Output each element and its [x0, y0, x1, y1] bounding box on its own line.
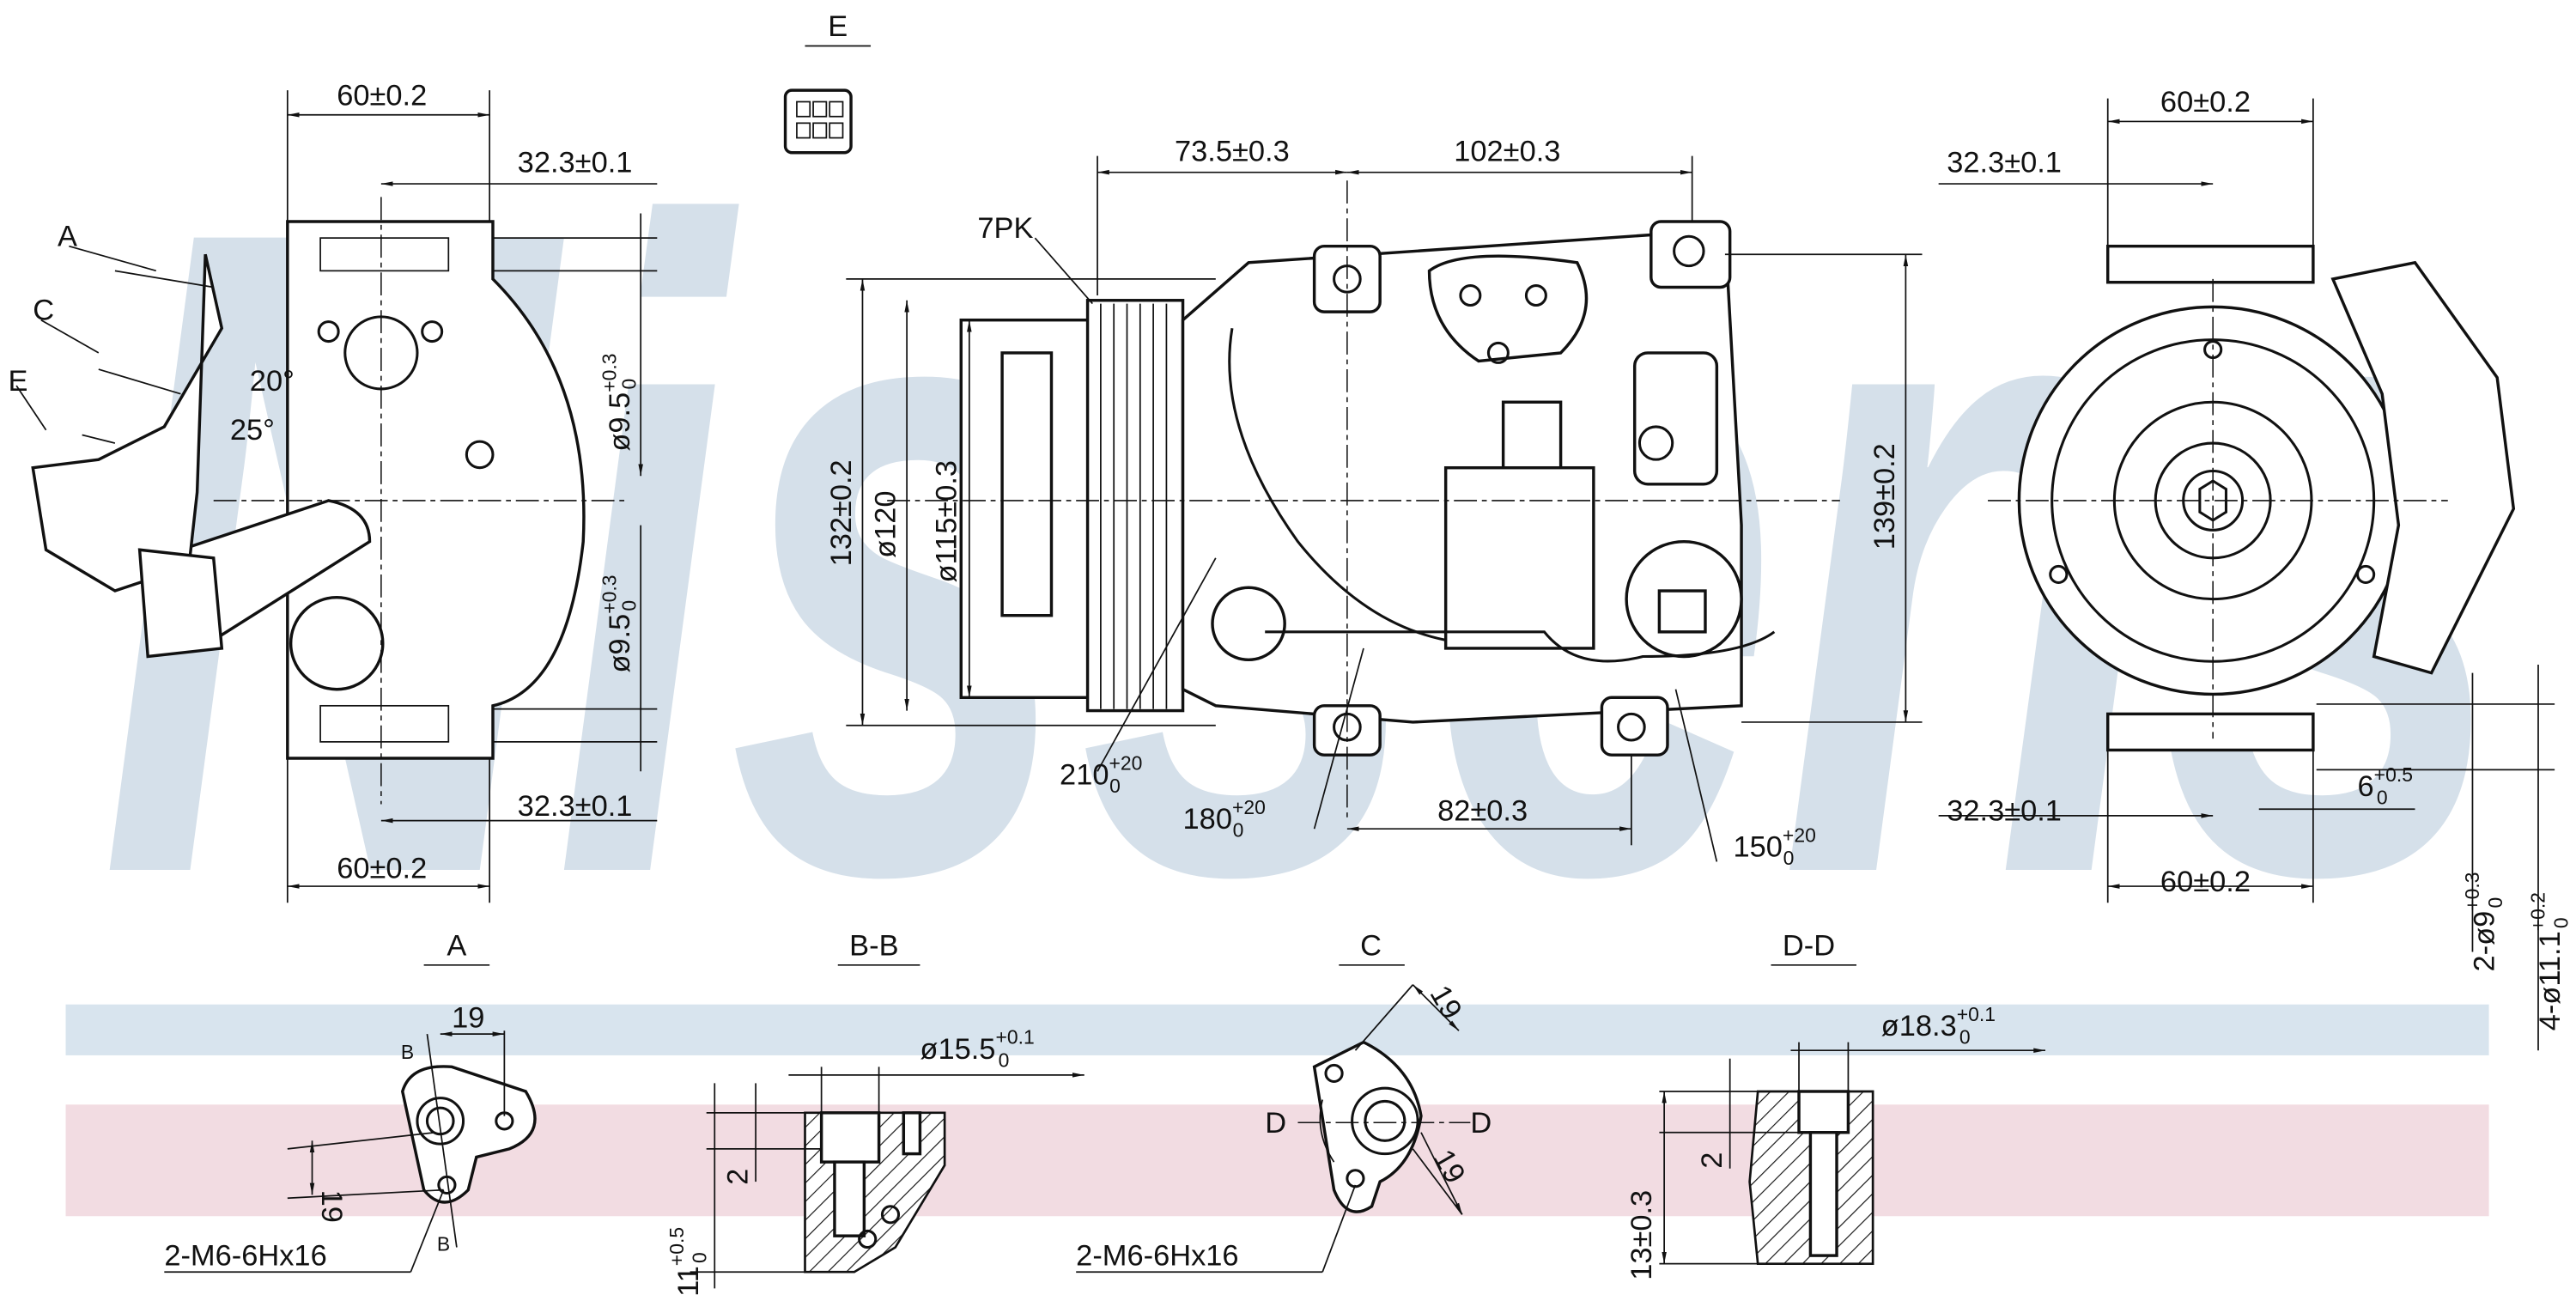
view-label-bb: B-B — [849, 929, 898, 962]
mount-spacing-82: 82±0.3 — [1437, 795, 1528, 828]
detail-c-section-d-right: D — [1470, 1107, 1492, 1140]
section-dd — [1659, 1042, 2046, 1266]
view-label-a: A — [447, 929, 466, 962]
section-dd-depth: 13±0.3 — [1625, 1190, 1658, 1280]
detail-a-section-b-bottom: B — [437, 1232, 450, 1255]
detail-a — [164, 1030, 537, 1273]
belt-7pk: 7PK — [977, 212, 1033, 245]
detail-c-section-d-left: D — [1265, 1107, 1286, 1140]
section-dd-step: 2 — [1696, 1152, 1728, 1169]
callout-e: E — [9, 365, 28, 398]
holes-2-dia-9: 2-ø9+0.30 — [2461, 872, 2506, 971]
detail-a-section-b-top: B — [401, 1041, 414, 1063]
left-bottom-width: 60±0.2 — [337, 853, 427, 885]
right-bottom-offset: 32.3±0.1 — [1947, 795, 2062, 828]
section-bb-step: 2 — [722, 1169, 755, 1185]
dim-102: 102±0.3 — [1454, 135, 1560, 167]
left-side-view — [15, 90, 658, 903]
detail-a-thread: 2-M6-6Hx16 — [164, 1240, 326, 1273]
right-bottom-width: 60±0.2 — [2160, 866, 2251, 898]
blue-band — [65, 1004, 2489, 1055]
right-top-offset: 32.3±0.1 — [1947, 147, 2062, 179]
left-top-offset: 32.3±0.1 — [518, 147, 633, 179]
front-view — [846, 155, 1923, 862]
right-top-width: 60±0.2 — [2160, 86, 2251, 119]
left-hole-upper: ø9.5+0.30 — [598, 353, 640, 451]
dim-73-5: 73.5±0.3 — [1175, 135, 1290, 167]
height-139: 139±0.2 — [1868, 443, 1901, 550]
section-bb-depth: 11+0.50 — [665, 1227, 711, 1297]
pulley-dia-120: ø120 — [870, 490, 902, 557]
height-132: 132±0.2 — [825, 459, 858, 566]
holes-4-dia-11-1: 4-ø11.1+0.20 — [2527, 892, 2573, 1030]
callout-c: C — [33, 295, 54, 327]
view-label-e: E — [828, 10, 848, 43]
pulley-dia-115: ø115±0.3 — [931, 460, 963, 583]
left-bottom-offset: 32.3±0.1 — [518, 790, 633, 823]
angle-20: 20° — [250, 365, 295, 398]
rear-view — [1938, 98, 2555, 1051]
detail-c-thread: 2-M6-6Hx16 — [1076, 1240, 1238, 1273]
detail-a-dim-v: 19 — [315, 1190, 348, 1223]
callout-a: A — [58, 221, 77, 253]
view-label-dd: D-D — [1783, 929, 1835, 962]
left-top-width: 60±0.2 — [337, 79, 427, 112]
view-label-c: C — [1360, 929, 1382, 962]
connector-e-icon — [783, 88, 853, 155]
left-hole-lower: ø9.5+0.30 — [598, 575, 640, 673]
detail-a-dim-h: 19 — [452, 1001, 484, 1034]
section-bb — [690, 1067, 1084, 1289]
angle-25: 25° — [230, 414, 275, 447]
detail-c — [1076, 984, 1471, 1273]
